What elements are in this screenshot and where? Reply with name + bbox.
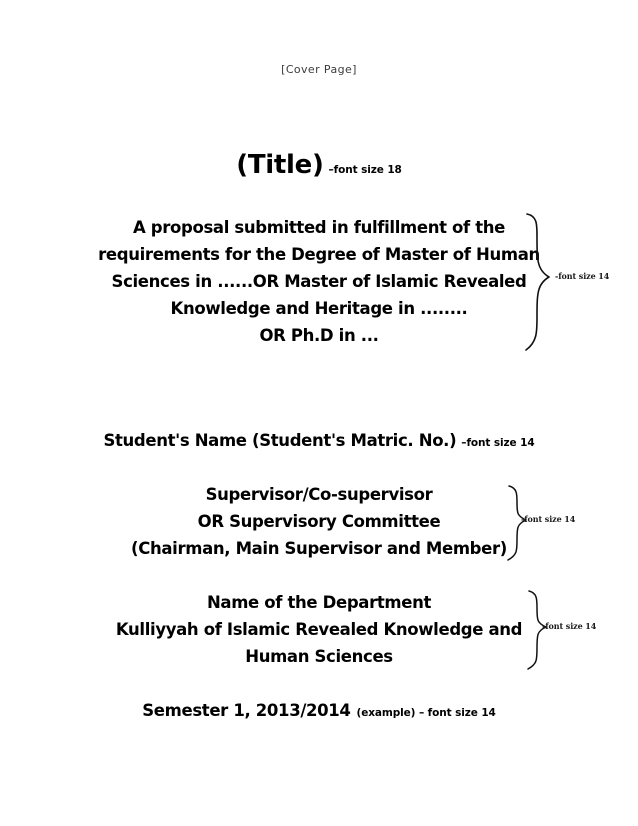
curly-brace-icon: [507, 485, 527, 561]
proposal-line-2: requirements for the Degree of Master of…: [98, 245, 540, 264]
student-name-line: Student's Name (Student's Matric. No.) –f…: [0, 431, 638, 450]
supervisor-font-annotation: -font size 14: [521, 514, 576, 524]
department-line-1: Name of the Department: [206, 593, 432, 612]
department-line-2: Kulliyyah of Islamic Revealed Knowledge …: [115, 620, 523, 639]
proposal-line-3: Sciences in ......OR Master of Islamic R…: [111, 272, 527, 291]
cover-page-marker: [Cover Page]: [281, 63, 357, 76]
proposal-line-5: OR Ph.D in ...: [259, 326, 379, 345]
supervisor-annotation-group: -font size 14: [495, 483, 615, 563]
proposal-font-annotation: -font size 14: [555, 271, 610, 281]
department-font-annotation: -font size 14: [542, 621, 597, 631]
department-line-3: Human Sciences: [245, 647, 393, 666]
semester-font-note: (example) – font size 14: [356, 707, 496, 719]
proposal-annotation-group: -font size 14: [505, 210, 635, 355]
supervisor-line-1: Supervisor/Co-supervisor: [205, 485, 433, 504]
proposal-line-4: Knowledge and Heritage in ........: [170, 299, 468, 318]
student-font-note: –font size 14: [461, 437, 535, 449]
curly-brace-icon: [527, 590, 547, 670]
curly-brace-icon: [525, 213, 550, 351]
supervisor-line-2: OR Supervisory Committee: [197, 512, 441, 531]
proposal-line-1: A proposal submitted in fulfillment of t…: [132, 218, 506, 237]
student-name-text: Student's Name (Student's Matric. No.): [103, 431, 457, 450]
department-annotation-group: -font size 14: [516, 588, 636, 672]
semester-text: Semester 1, 2013/2014: [142, 701, 351, 720]
supervisor-line-3: (Chairman, Main Supervisor and Member): [131, 539, 507, 558]
page-title: (Title) –font size 18: [0, 150, 638, 180]
title-font-note: –font size 18: [328, 164, 402, 176]
semester-line: Semester 1, 2013/2014 (example) – font si…: [0, 701, 638, 720]
title-text: (Title): [236, 150, 324, 180]
